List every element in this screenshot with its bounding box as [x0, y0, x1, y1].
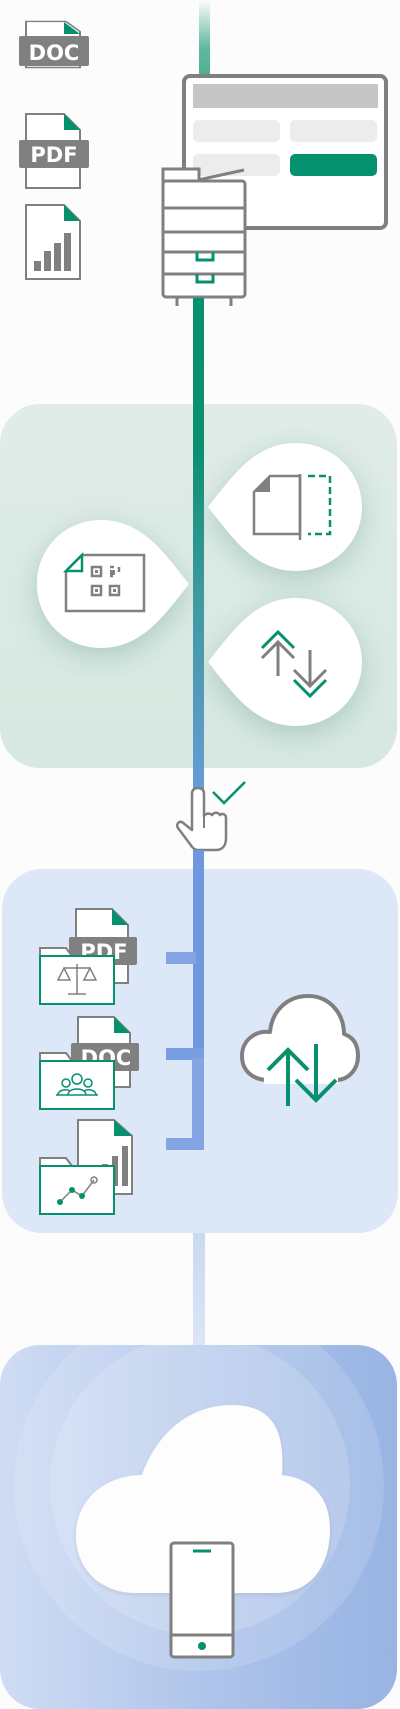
up-down-transfer-icon — [260, 629, 328, 699]
doc-file-icon: DOC — [19, 20, 89, 69]
transfer-bubble — [208, 598, 362, 726]
docs-branch-1 — [166, 952, 196, 964]
top-connector-line — [199, 0, 210, 80]
legal-folder-icon — [39, 947, 115, 1005]
docs-main-line — [193, 850, 204, 1150]
bottom-connector-line — [193, 1233, 205, 1345]
cloud-icon — [76, 1405, 330, 1593]
chart-file-icon — [25, 204, 81, 280]
docs-branch-2 — [166, 1048, 204, 1060]
svg-text:PDF: PDF — [30, 143, 77, 167]
docs-connector-lower — [192, 1058, 204, 1150]
page-split-icon — [252, 474, 332, 540]
smartphone-icon — [169, 1541, 235, 1659]
main-connector-line — [193, 298, 204, 800]
svg-text:DOC: DOC — [29, 41, 80, 65]
check-icon — [212, 781, 246, 805]
cloud-sync-icon — [240, 994, 360, 1106]
multifunction-printer-icon — [161, 167, 247, 306]
hand-pointer-icon — [175, 786, 228, 852]
line-chart-folder-icon — [39, 1157, 115, 1215]
qr-document-icon — [62, 551, 146, 613]
people-folder-icon — [39, 1052, 115, 1110]
pdf-file-icon: PDF — [19, 113, 89, 189]
